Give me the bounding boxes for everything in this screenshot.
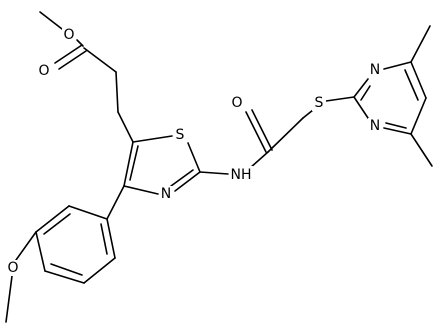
- atom-n-pyrimidine-top: N: [368, 62, 382, 78]
- bond-ph-a2: [35, 205, 70, 233]
- bond-ph-a3: [35, 231, 46, 272]
- atom-o-carbonyl-ester: O: [37, 62, 51, 79]
- bond-n-c4: [123, 185, 159, 195]
- bond-c4-n3-a: [383, 127, 412, 135]
- atom-s-thioether: S: [312, 95, 326, 111]
- atom-nh-amide: NH: [229, 166, 253, 183]
- bond-c6-methyl: [410, 25, 431, 63]
- bond-nh-carbonyl: [249, 151, 269, 169]
- bond-c2-nh: [199, 171, 229, 175]
- atom-label: S: [176, 127, 185, 143]
- bond-ch2-ch2: [115, 71, 119, 113]
- atom-o-ester: O: [62, 27, 76, 43]
- bond-amide-o-double-b: [251, 109, 273, 151]
- atom-label-layer: O O S N NH O S N: [6, 27, 382, 276]
- atom-label: O: [7, 260, 18, 276]
- atom-s-thiazole: S: [173, 127, 187, 143]
- bond-carbonyl-ch2s: [267, 117, 304, 153]
- bond-ph-a4: [44, 270, 85, 284]
- bond-s-pyrimidine: [325, 96, 355, 102]
- bond-ph-a4-inner: [50, 263, 83, 276]
- bond-carbonyl-ch2: [83, 47, 117, 73]
- atom-label: O: [38, 63, 49, 79]
- atom-label: N: [370, 118, 380, 134]
- bond-c2p-n1-inner: [360, 85, 371, 101]
- bond-ph-a1: [68, 205, 108, 220]
- bond-c4-phenyl: [106, 185, 125, 220]
- atom-n-thiazole: N: [159, 186, 173, 202]
- bond-ph-a6-inner: [100, 223, 108, 255]
- atom-label: N: [161, 186, 171, 202]
- bond-ph-o: [15, 231, 37, 261]
- atom-n-pyrimidine-bottom: N: [368, 118, 382, 134]
- bond-c6-c5-b: [404, 69, 419, 101]
- bond-c4-methyl: [410, 133, 433, 167]
- bond-c4-c5-b: [129, 145, 139, 181]
- bond-c5-c4: [410, 97, 427, 135]
- bond-c5-s: [132, 135, 173, 143]
- atom-label: O: [231, 95, 242, 111]
- bond-ph-a2-inner: [43, 213, 71, 235]
- atom-label: O: [63, 27, 74, 43]
- bond-ph-a5: [83, 257, 116, 284]
- atom-label: N: [370, 62, 380, 78]
- atom-label: NH: [231, 167, 252, 183]
- atom-label: S: [315, 95, 324, 111]
- bond-c2p-n1: [353, 78, 369, 98]
- atom-o-amide: O: [230, 95, 244, 111]
- bond-o-methyl: [5, 275, 13, 323]
- bond-amide-o-double-a: [245, 111, 267, 153]
- bond-c4-n3-b: [385, 122, 407, 129]
- atom-o-methoxy: O: [6, 260, 20, 276]
- bond-n3-c2p: [353, 96, 369, 119]
- bond-n1-c6: [383, 61, 412, 70]
- bond-ph-a6: [106, 218, 116, 259]
- bond-c2-n-a: [174, 171, 201, 192]
- bond-c4-c5-a: [123, 141, 134, 187]
- bond-layer: [5, 11, 433, 323]
- bond-carbonyl-o-double-a: [54, 44, 83, 64]
- bond-ch2-s: [302, 109, 314, 119]
- bond-ch2-thiazole: [117, 111, 134, 143]
- bond-carbonyl-o-double-b: [58, 50, 87, 70]
- bond-s-c2: [187, 142, 201, 173]
- bond-c2-n-b: [170, 169, 194, 187]
- bond-methyl-o: [39, 11, 63, 30]
- bond-c6-c5-a: [410, 61, 427, 99]
